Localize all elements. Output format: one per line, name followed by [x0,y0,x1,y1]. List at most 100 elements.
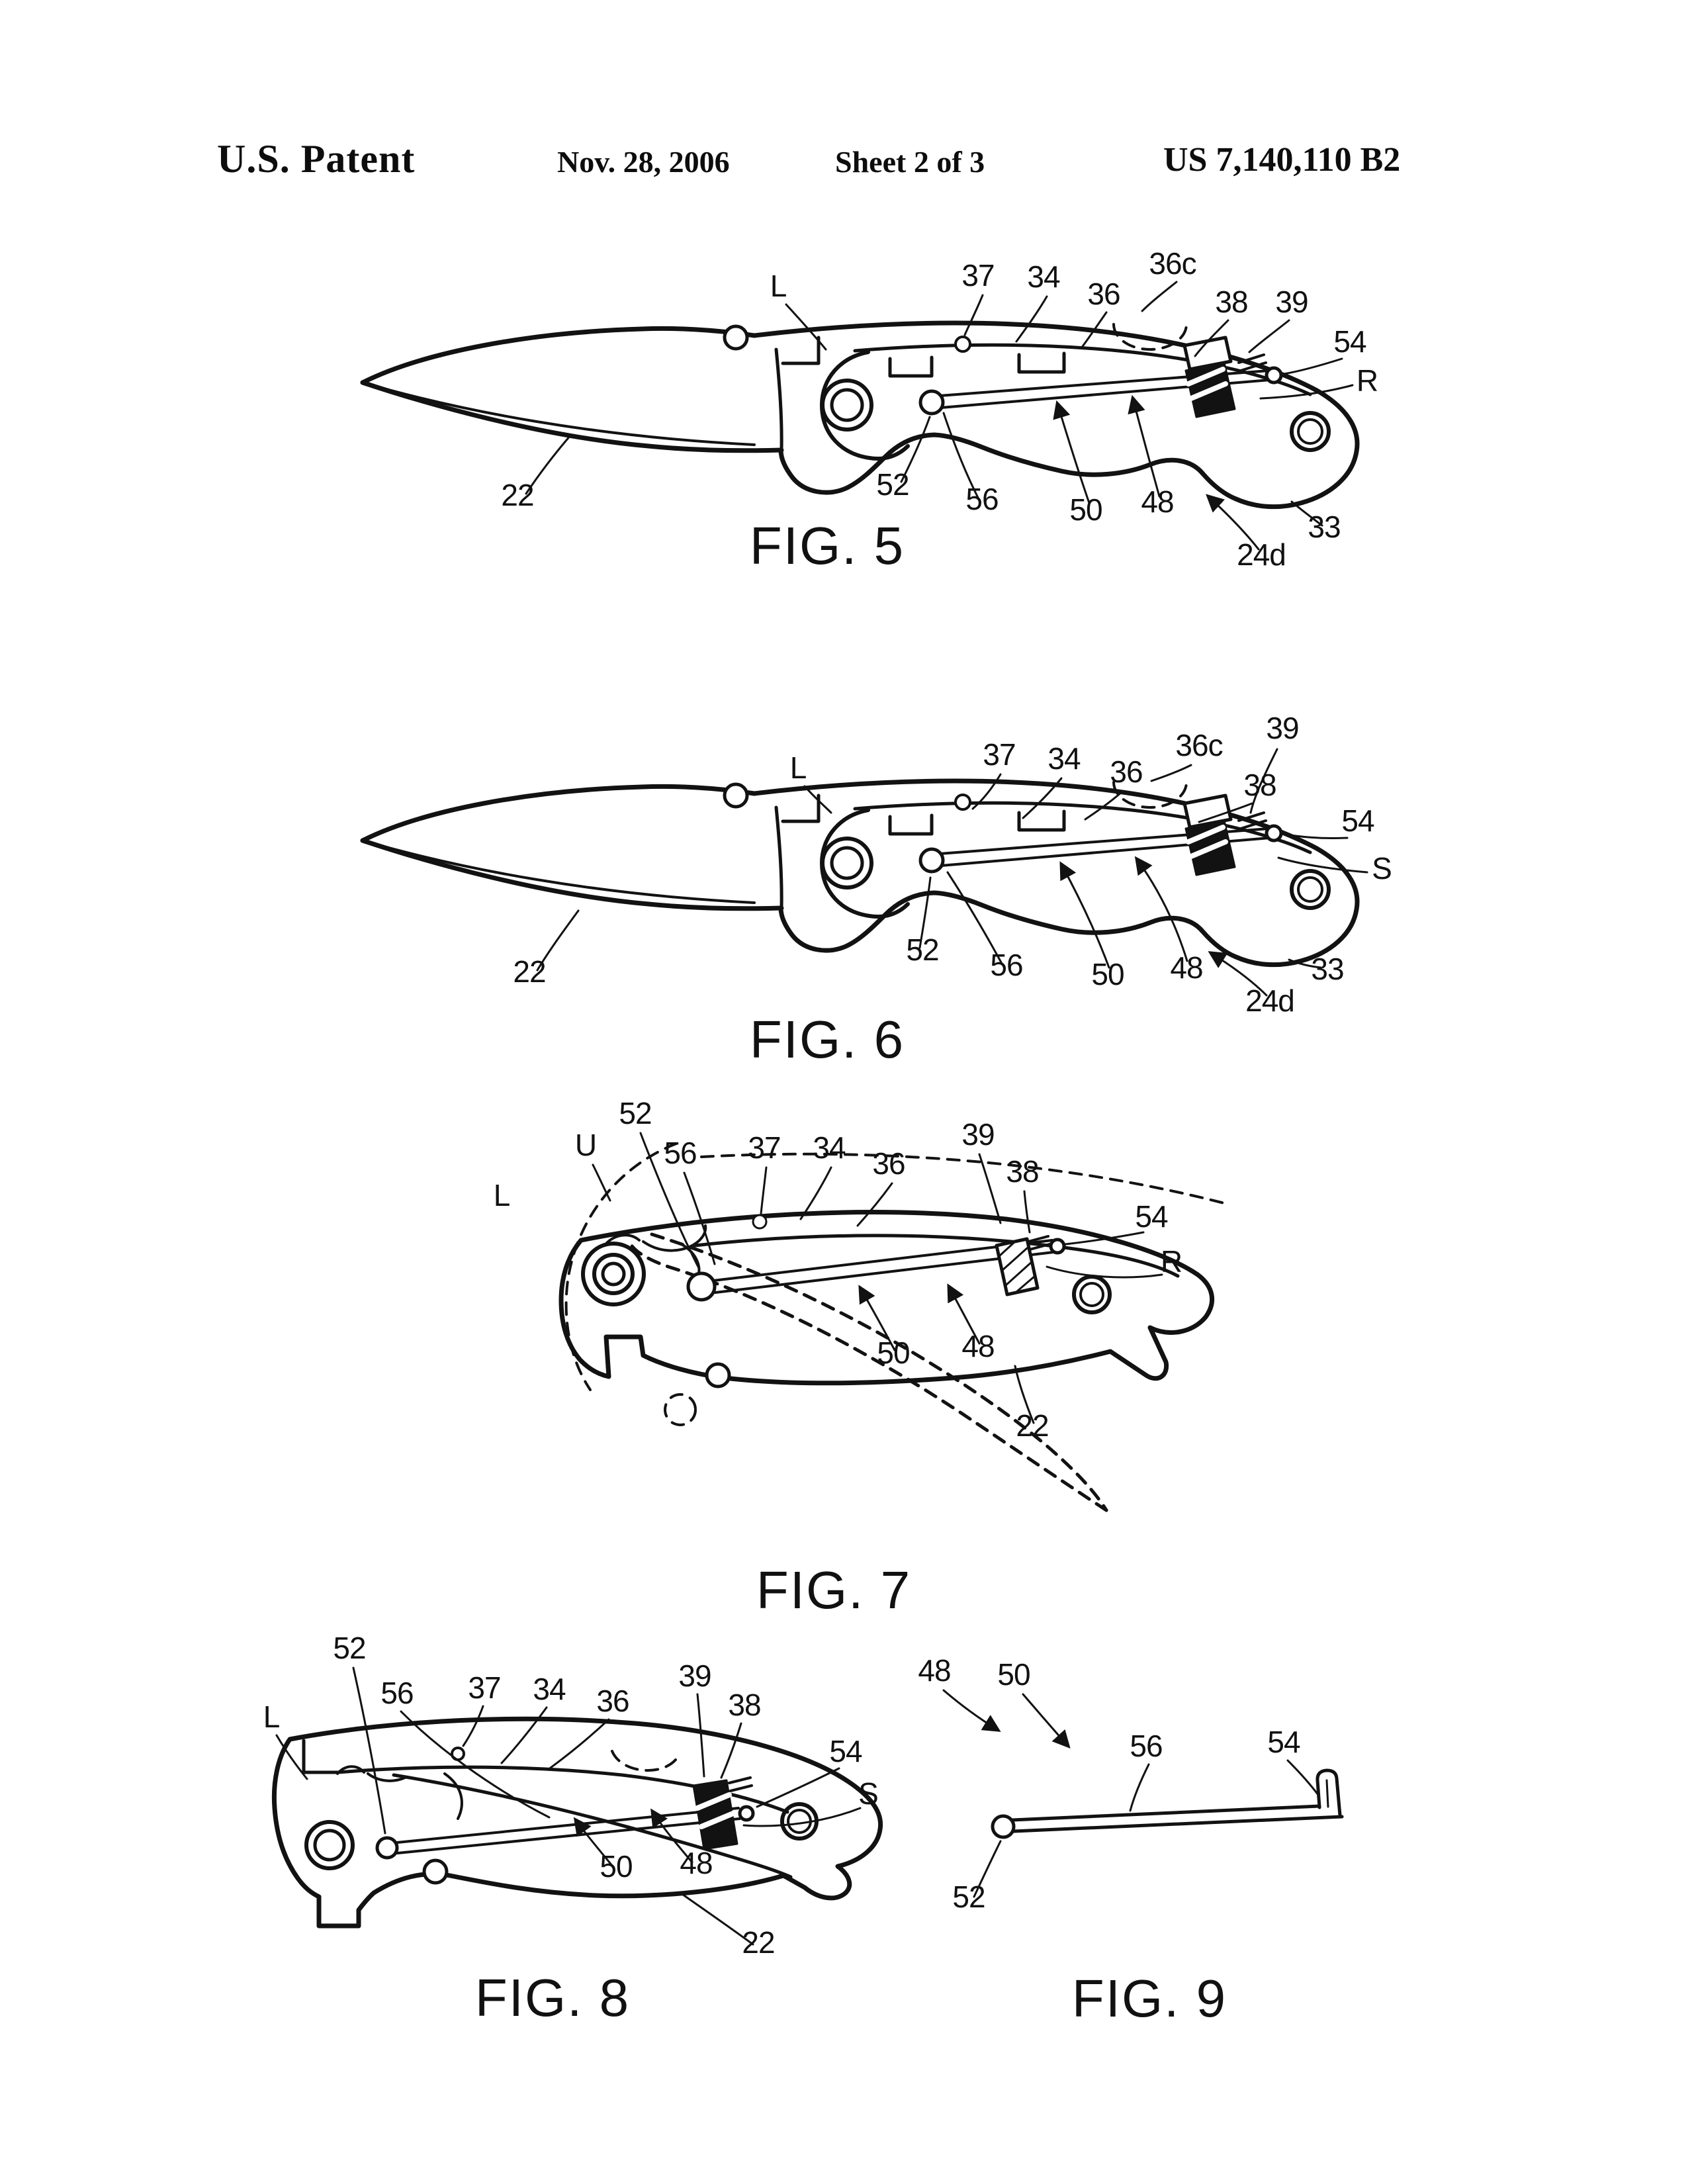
pivot-inner-ring [830,388,864,422]
ref-label-56: 56 [380,1676,413,1710]
ref-label-56: 56 [1130,1729,1162,1763]
spring-bar-part [991,1768,1344,1839]
ball-end [991,1814,1016,1839]
ref-label-22: 22 [742,1925,774,1960]
ref-label-38: 38 [1215,285,1247,319]
leader-lines [942,1689,1319,1898]
ref-label-34: 34 [1048,741,1081,776]
ref-label-38: 38 [1243,768,1276,802]
ref-label-22: 22 [501,478,533,512]
latch-hook [1315,1768,1342,1817]
ref-label-52: 52 [952,1880,985,1914]
lanyard-hole-outer [1290,411,1331,452]
lanyard-hole-inner [1297,418,1323,445]
liner-notch-2 [1017,351,1066,374]
ref-label-52: 52 [876,467,909,502]
ref-label-r: R [1357,363,1378,398]
ref-label-50: 50 [1069,492,1102,527]
ref-label-50: 50 [600,1849,632,1884]
detent-arc [611,1750,681,1772]
latch-hook-end [1265,366,1283,385]
detent-arc [1112,323,1188,351]
blade-edge [360,380,784,453]
ref-label-34: 34 [533,1672,566,1706]
ref-label-50: 50 [997,1657,1030,1692]
ref-label-39: 39 [961,1117,994,1152]
ref-label-37: 37 [983,737,1015,772]
ref-label-34: 34 [1027,259,1060,294]
patent-header-sheet: Sheet 2 of 3 [835,145,985,179]
figure-caption: FIG. 7 [756,1561,911,1619]
ref-label-36c: 36c [1175,728,1222,762]
patent-header-title: U.S. Patent [217,137,416,181]
ref-label-48: 48 [961,1329,994,1363]
ref-label-r: R [1161,1244,1182,1279]
bar-top-edge [1010,1804,1321,1822]
spring-bar-top [396,1807,740,1844]
ref-label-37: 37 [748,1130,780,1165]
bar-bottom-edge [1012,1815,1344,1833]
liner-line [335,1765,789,1814]
ref-label-l: L [790,751,807,785]
ref-label-l: L [263,1700,280,1734]
ref-label-22: 22 [1016,1408,1048,1443]
ref-label-54: 54 [829,1734,862,1768]
ref-label-50: 50 [877,1336,909,1370]
latch-block [995,1237,1040,1297]
ref-label-33: 33 [1308,510,1340,544]
latch-seat [1182,336,1233,371]
ref-label-48: 48 [680,1846,712,1880]
ref-label-38: 38 [728,1688,760,1722]
handle-outline [271,1716,883,1929]
open-knife-drawing [363,781,1357,965]
ref-label-56: 56 [965,482,998,516]
leader-lines [592,1132,1163,1424]
handle-outline [558,1210,1215,1386]
ref-label-56: 56 [664,1136,696,1170]
patent-header-number: US 7,140,110 B2 [1163,141,1401,179]
folding-knife-closed [271,1716,883,1929]
blade-grind-line [361,381,756,446]
spring-ball-end [375,1836,399,1860]
spring-bar-bottom [396,1817,741,1854]
latch-hook-end [738,1805,755,1822]
figure-caption: FIG. 6 [750,1010,905,1069]
ref-label-37: 37 [468,1670,500,1705]
ref-label-37: 37 [961,258,994,293]
ref-label-54: 54 [1267,1725,1300,1759]
lanyard-hole-outer [1072,1275,1112,1314]
pivot-outer-ring [821,379,873,432]
ref-label-54: 54 [1135,1199,1168,1234]
ref-label-s: S [858,1776,878,1811]
spring-ball-end [918,389,945,416]
ref-label-38: 38 [1006,1154,1038,1189]
spring-ball-end [686,1271,717,1302]
folding-knife-partially-closed [558,1142,1226,1512]
ref-label-36: 36 [1087,277,1120,311]
ref-label-34: 34 [813,1130,846,1165]
phantom-blade-edge [628,1241,1108,1512]
liner-notch-1 [888,355,934,378]
pivot-mid-ring [592,1253,635,1295]
handle-belly [778,432,1239,502]
leader-lines [275,1666,862,1946]
phantom-blade-spine [650,1232,1108,1512]
closed-blade-spine [392,1773,793,1879]
ref-label-24d: 24d [1245,983,1294,1018]
ref-label-39: 39 [678,1659,711,1693]
ref-label-54: 54 [1341,803,1374,838]
pivot-inner-ring [313,1829,346,1862]
ref-label-39: 39 [1275,285,1308,319]
ref-label-l: L [494,1178,510,1212]
ref-label-50: 50 [1091,957,1124,991]
liner-line [853,343,1312,396]
